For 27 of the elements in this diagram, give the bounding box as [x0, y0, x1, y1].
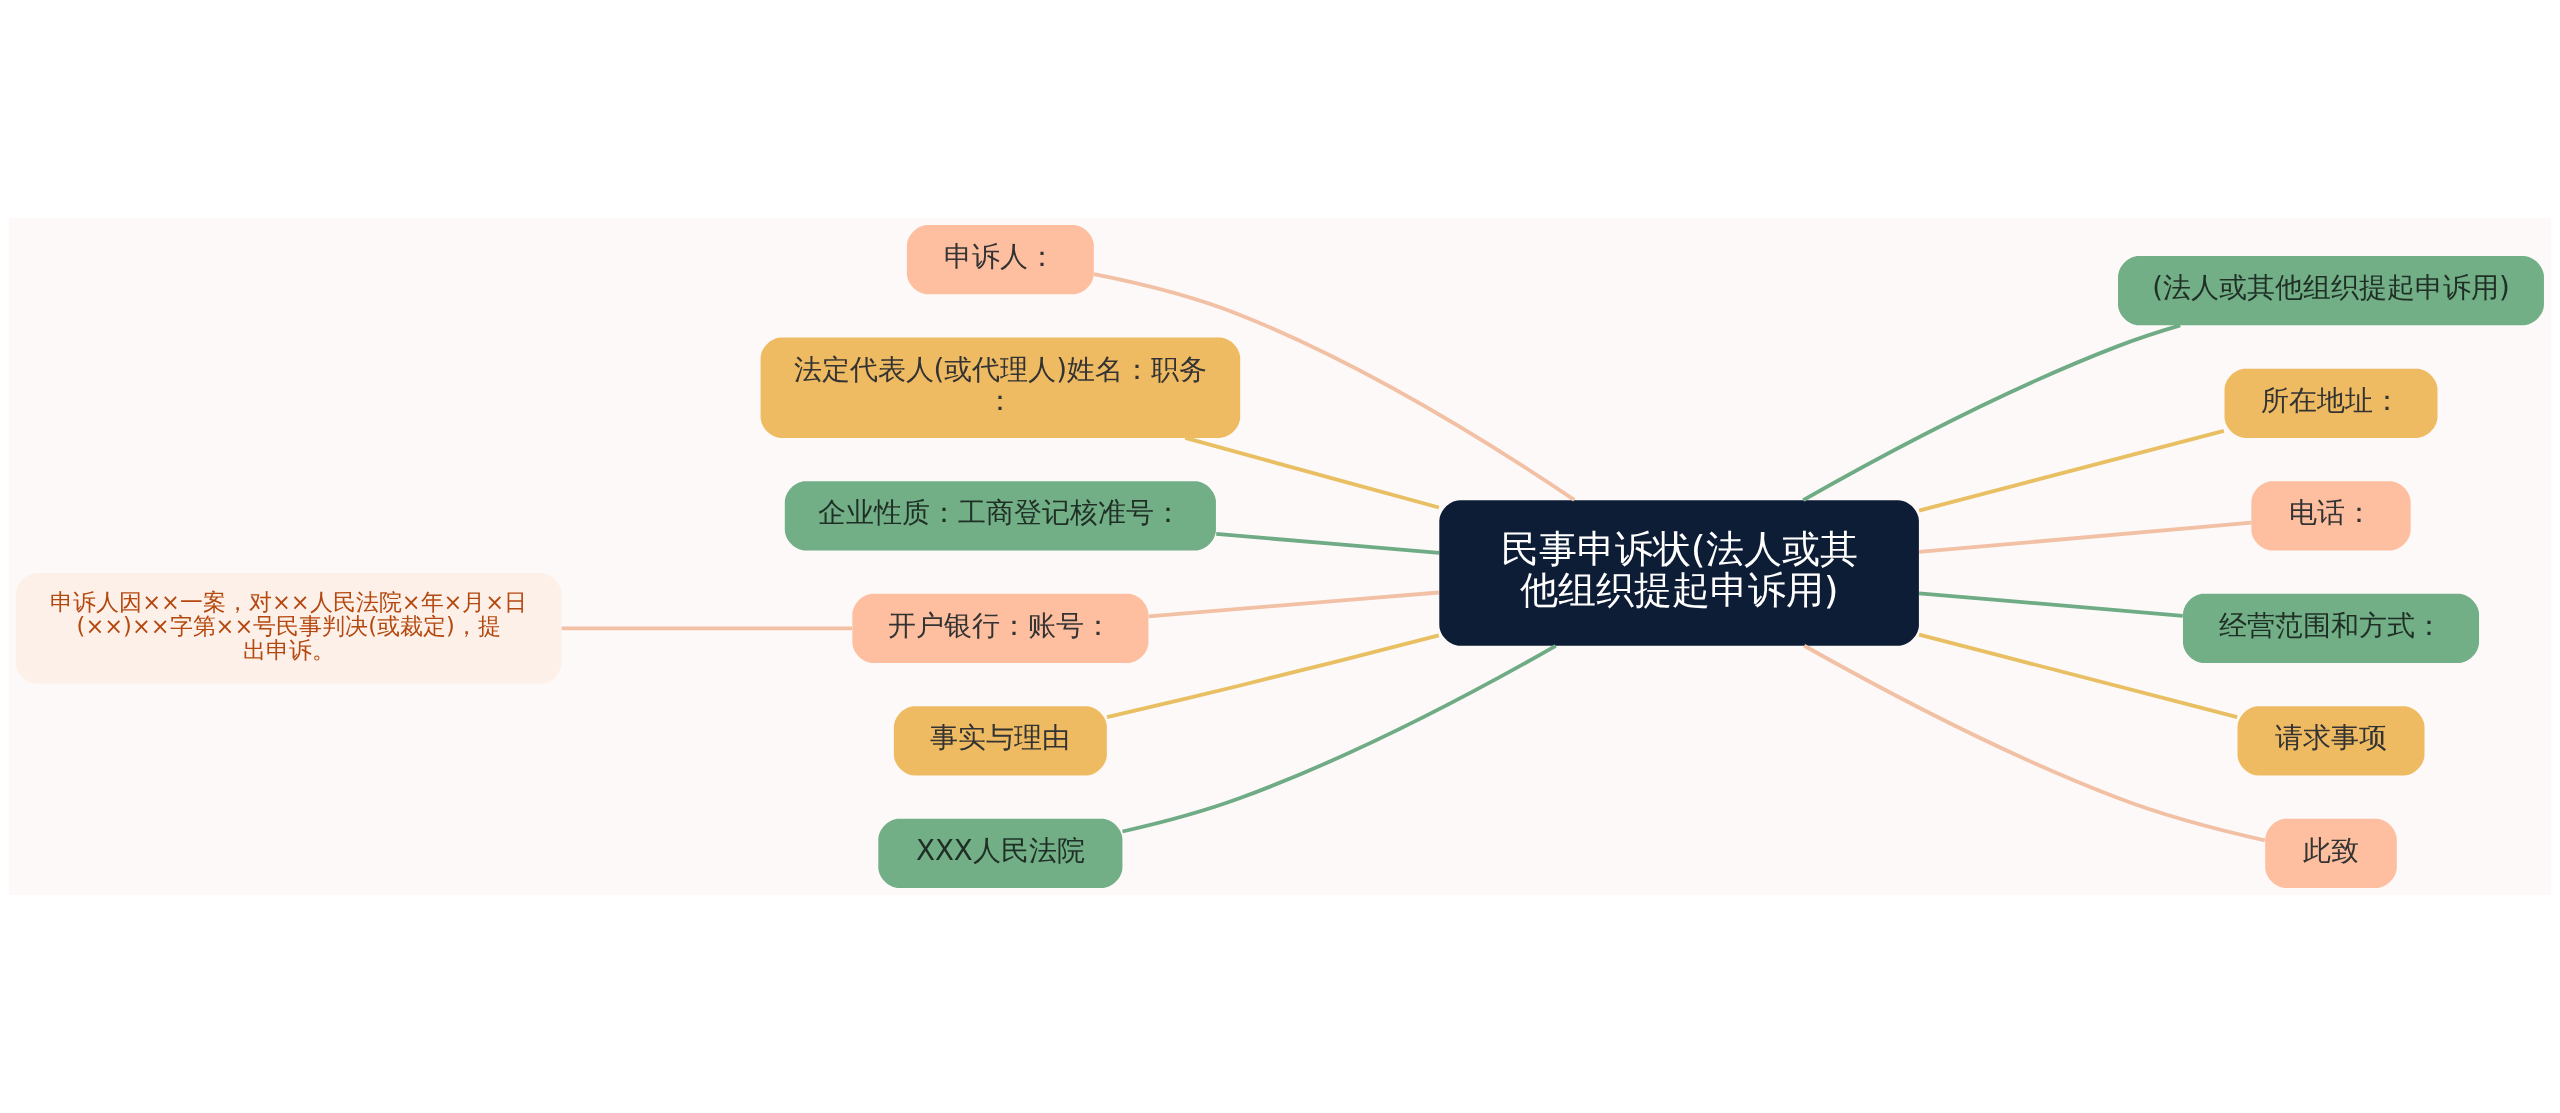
connector	[1216, 532, 1440, 555]
connector	[1918, 520, 2252, 554]
node-box: 申诉人因××一案，对××人民法院×年×月×日(××)××字第××号民事判决(或裁定)，提出申诉。	[16, 572, 562, 684]
connector	[1918, 632, 2238, 719]
node-box: (法人或其他组织提起申诉用)	[2118, 256, 2544, 326]
connector	[1918, 591, 2183, 618]
node-box: 法定代表人(或代理人)姓名：职务：	[760, 337, 1241, 438]
node-box: 企业性质：工商登记核准号：	[784, 481, 1216, 551]
node-box: 民事申诉状(法人或其他组织提起申诉用)	[1439, 500, 1919, 646]
node-box: 所在地址：	[2224, 368, 2438, 438]
node-box: 请求事项	[2237, 706, 2425, 776]
node-box: 开户银行：账号：	[852, 593, 1149, 663]
connector	[1184, 436, 1440, 510]
connector	[1802, 323, 2181, 502]
connector	[1106, 633, 1440, 719]
node-box: 此致	[2265, 818, 2397, 889]
node-box: XXX人民法院	[878, 818, 1123, 889]
connector	[561, 626, 853, 631]
connector	[1148, 590, 1440, 619]
node-box: 申诉人：	[906, 224, 1094, 295]
node-box: 经营范围和方式：	[2182, 593, 2480, 663]
node-box: 电话：	[2251, 481, 2411, 551]
connector	[1918, 429, 2225, 513]
node-box: 事实与理由	[893, 706, 1107, 776]
connector	[1803, 644, 2266, 843]
connector	[1093, 272, 1576, 502]
connector	[1122, 644, 1557, 834]
